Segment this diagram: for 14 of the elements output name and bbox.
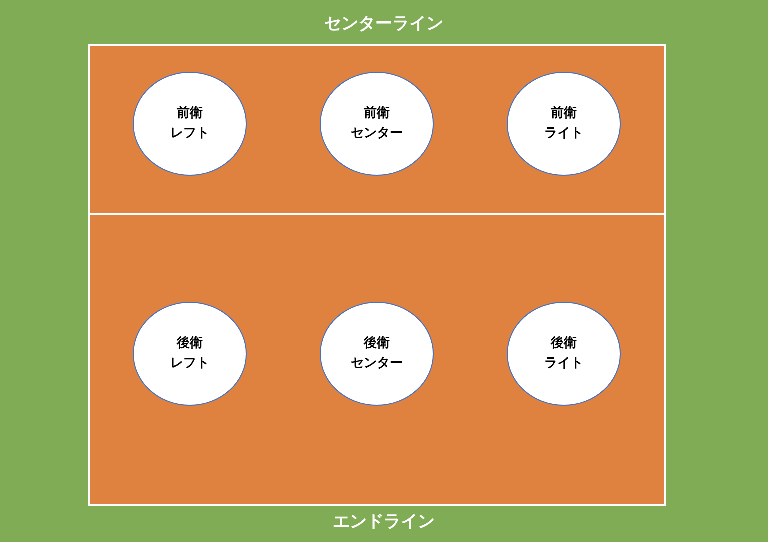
position-label: 後衛 — [177, 335, 203, 353]
position-label: 後衛 — [364, 335, 390, 353]
court-line-label: エンドライン — [333, 512, 435, 532]
position-label: レフト — [170, 355, 210, 373]
position-label: 前衛 — [551, 105, 577, 123]
position-label: ライト — [544, 355, 584, 373]
position-label: 後衛 — [551, 335, 577, 353]
court-line-label: センターライン — [324, 14, 444, 34]
position-label: センター — [351, 125, 403, 143]
position-label: レフト — [170, 125, 210, 143]
position-label: センター — [351, 355, 403, 373]
position-label: 前衛 — [177, 105, 203, 123]
position-label: ライト — [544, 125, 584, 143]
position-label: 前衛 — [364, 105, 390, 123]
